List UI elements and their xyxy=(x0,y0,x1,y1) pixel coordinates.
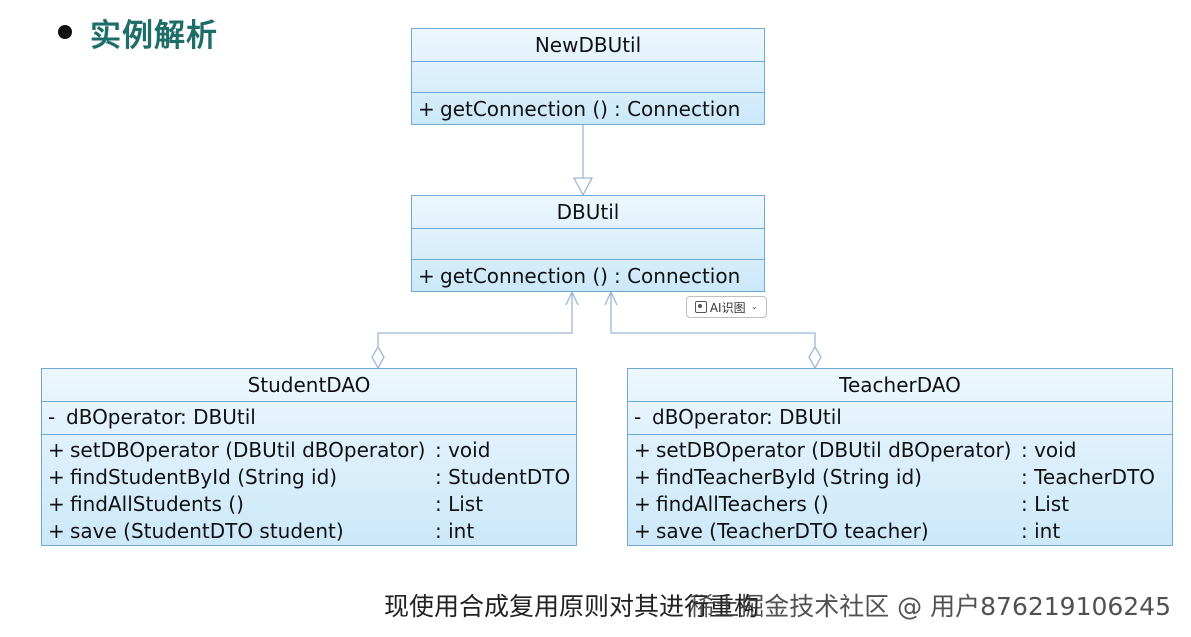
bullet-icon xyxy=(58,25,72,39)
return-type: : StudentDTO xyxy=(435,465,571,489)
class-name: StudentDAO xyxy=(42,369,576,402)
aggregation-diamond-student xyxy=(371,345,385,370)
return-type: : void xyxy=(435,438,491,462)
attribute-row: - dBOperator : DBUtil xyxy=(628,404,1172,431)
attribute-name: dBOperator xyxy=(66,405,182,429)
visibility-marker: + xyxy=(418,264,435,288)
attribute-compartment: - dBOperator : DBUtil xyxy=(628,402,1172,435)
return-type: : Connection xyxy=(614,97,741,121)
visibility-marker: + xyxy=(418,97,435,121)
visibility-marker: + xyxy=(634,519,651,543)
visibility-marker: + xyxy=(48,438,65,462)
method-row: + findTeacherById (String id) : TeacherD… xyxy=(628,464,1172,491)
visibility-marker: + xyxy=(634,438,651,462)
visibility-marker: + xyxy=(634,492,651,516)
method-compartment: + setDBOperator (DBUtil dBOperator) : vo… xyxy=(628,435,1172,545)
method-signature: getConnection () xyxy=(440,264,608,288)
aggregation-line-teacher xyxy=(610,292,816,347)
method-signature: getConnection () xyxy=(440,97,608,121)
attribute-type: : DBUtil xyxy=(180,405,256,429)
watermark: 稀土掘金技术社区 @ 用户876219106245 xyxy=(689,592,1171,621)
method-signature: save (StudentDTO student) xyxy=(70,519,344,543)
method-row: + getConnection () : Connection xyxy=(412,263,764,290)
method-signature: findStudentById (String id) xyxy=(70,465,338,489)
class-studentdao: StudentDAO - dBOperator : DBUtil + setDB… xyxy=(41,368,577,546)
method-row: + getConnection () : Connection xyxy=(412,96,764,123)
class-newdbutil: NewDBUtil + getConnection () : Connectio… xyxy=(411,28,765,125)
method-row: + save (TeacherDTO teacher) : int xyxy=(628,518,1172,545)
attribute-name: dBOperator xyxy=(652,405,768,429)
attribute-type: : DBUtil xyxy=(766,405,842,429)
attribute-compartment: - dBOperator : DBUtil xyxy=(42,402,576,435)
image-scan-icon xyxy=(694,301,707,313)
visibility-marker: + xyxy=(634,465,651,489)
visibility-marker: - xyxy=(48,405,56,429)
method-row: + findStudentById (String id) : StudentD… xyxy=(42,464,576,491)
method-compartment: + getConnection () : Connection xyxy=(412,93,764,123)
chevron-down-icon: ⌄ xyxy=(750,302,759,312)
generalization-arrowhead xyxy=(572,177,594,197)
aggregation-line-student xyxy=(377,292,573,347)
ai-image-recognition-button[interactable]: AI识图 ⌄ xyxy=(686,296,767,318)
method-row: + setDBOperator (DBUtil dBOperator) : vo… xyxy=(628,437,1172,464)
method-signature: findTeacherById (String id) xyxy=(656,465,922,489)
return-type: : int xyxy=(1021,519,1061,543)
return-type: : void xyxy=(1021,438,1077,462)
class-name: NewDBUtil xyxy=(412,29,764,62)
visibility-marker: + xyxy=(48,465,65,489)
ai-badge-label: AI识图 xyxy=(709,300,746,315)
visibility-marker: + xyxy=(48,492,65,516)
method-compartment: + setDBOperator (DBUtil dBOperator) : vo… xyxy=(42,435,576,545)
class-teacherdao: TeacherDAO - dBOperator : DBUtil + setDB… xyxy=(627,368,1173,546)
method-signature: findAllStudents () xyxy=(70,492,244,516)
method-row: + save (StudentDTO student) : int xyxy=(42,518,576,545)
visibility-marker: + xyxy=(48,519,65,543)
return-type: : Connection xyxy=(614,264,741,288)
method-signature: findAllTeachers () xyxy=(656,492,829,516)
attribute-compartment xyxy=(412,229,764,260)
return-type: : TeacherDTO xyxy=(1021,465,1156,489)
attribute-compartment xyxy=(412,62,764,93)
method-signature: setDBOperator (DBUtil dBOperator) xyxy=(70,438,426,462)
aggregation-diamond-teacher xyxy=(808,345,822,370)
slide-header: 实例解析 xyxy=(58,10,218,54)
method-signature: setDBOperator (DBUtil dBOperator) xyxy=(656,438,1012,462)
attribute-row: - dBOperator : DBUtil xyxy=(42,404,576,431)
class-name: TeacherDAO xyxy=(628,369,1172,402)
method-row: + setDBOperator (DBUtil dBOperator) : vo… xyxy=(42,437,576,464)
slide-title: 实例解析 xyxy=(90,17,218,54)
slide-caption: 现使用合成复用原则对其进行重构 xyxy=(384,592,760,621)
return-type: : int xyxy=(435,519,475,543)
visibility-marker: - xyxy=(634,405,642,429)
class-name: DBUtil xyxy=(412,196,764,229)
return-type: : List xyxy=(1021,492,1070,516)
aggregation-arrow-student xyxy=(565,290,579,306)
class-dbutil: DBUtil + getConnection () : Connection xyxy=(411,195,765,292)
method-compartment: + getConnection () : Connection xyxy=(412,260,764,290)
aggregation-arrow-teacher xyxy=(604,290,618,306)
return-type: : List xyxy=(435,492,484,516)
method-signature: save (TeacherDTO teacher) xyxy=(656,519,929,543)
method-row: + findAllStudents () : List xyxy=(42,491,576,518)
method-row: + findAllTeachers () : List xyxy=(628,491,1172,518)
